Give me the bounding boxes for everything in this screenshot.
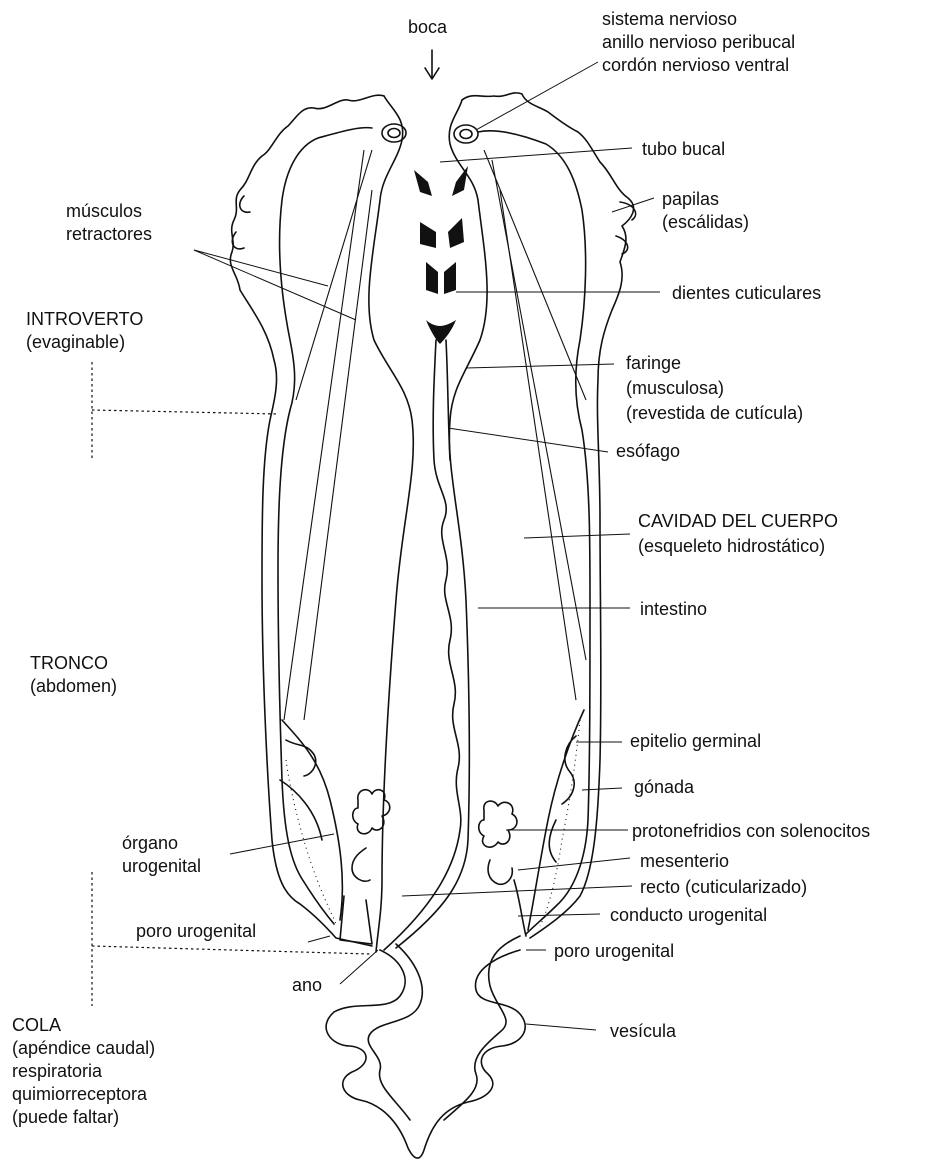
label-mouth: boca bbox=[408, 16, 447, 39]
label-tail: COLA (apéndice caudal) respiratoria quim… bbox=[12, 1014, 155, 1129]
label-urogenital-organ: órgano urogenital bbox=[122, 832, 201, 878]
urogenital-duct-right bbox=[514, 880, 526, 936]
label-introvert: INTROVERTO (evaginable) bbox=[26, 308, 143, 354]
body-wall-left-outer bbox=[230, 95, 384, 946]
label-rectum: recto (cuticularizado) bbox=[640, 876, 807, 899]
label-cuticular-teeth: dientes cuticulares bbox=[672, 282, 821, 305]
protonephridia-right bbox=[479, 801, 517, 884]
label-urogenital-pore-right: poro urogenital bbox=[554, 940, 674, 963]
nerve-ring bbox=[382, 124, 478, 143]
urogenital-duct-left bbox=[340, 896, 372, 944]
label-gonad: gónada bbox=[634, 776, 694, 799]
body-wall-right-inner bbox=[478, 131, 590, 934]
label-intestine: intestino bbox=[640, 598, 707, 621]
label-germinal-epithelium: epitelio germinal bbox=[630, 730, 761, 753]
tail-vesicle bbox=[326, 950, 525, 1158]
label-urogenital-pore-left: poro urogenital bbox=[136, 920, 256, 943]
label-pharynx: faringe (musculosa) (revestida de cutícu… bbox=[626, 352, 803, 425]
label-papillae: papilas (escálidas) bbox=[662, 188, 749, 234]
label-body-cavity: CAVIDAD DEL CUERPO (esqueleto hidrostáti… bbox=[638, 510, 838, 558]
label-esophagus: esófago bbox=[616, 440, 680, 463]
body-wall-right-outer bbox=[462, 93, 634, 938]
label-protonephridia: protonefridios con solenocitos bbox=[632, 820, 870, 843]
label-urogenital-duct: conducto urogenital bbox=[610, 904, 767, 927]
tail-inner-right bbox=[444, 936, 520, 1120]
label-retractor-muscles: músculos retractores bbox=[66, 200, 152, 246]
label-buccal-tube: tubo bucal bbox=[642, 138, 725, 161]
region-markers bbox=[92, 362, 370, 1006]
mouth-arrow bbox=[425, 50, 439, 79]
label-vesicle: vesícula bbox=[610, 1020, 676, 1043]
introvert-inner-left bbox=[369, 96, 413, 952]
label-mesentery: mesenterio bbox=[640, 850, 729, 873]
label-anus: ano bbox=[292, 974, 322, 997]
introvert-inner-right bbox=[396, 100, 487, 948]
label-nervous-system: sistema nervioso anillo nervioso peribuc… bbox=[602, 8, 795, 77]
label-trunk: TRONCO (abdomen) bbox=[30, 652, 117, 698]
gonad-right bbox=[528, 710, 584, 930]
esophagus-line-2 bbox=[446, 340, 450, 460]
tail-inner bbox=[368, 944, 422, 1120]
cuticular-teeth bbox=[414, 166, 468, 344]
